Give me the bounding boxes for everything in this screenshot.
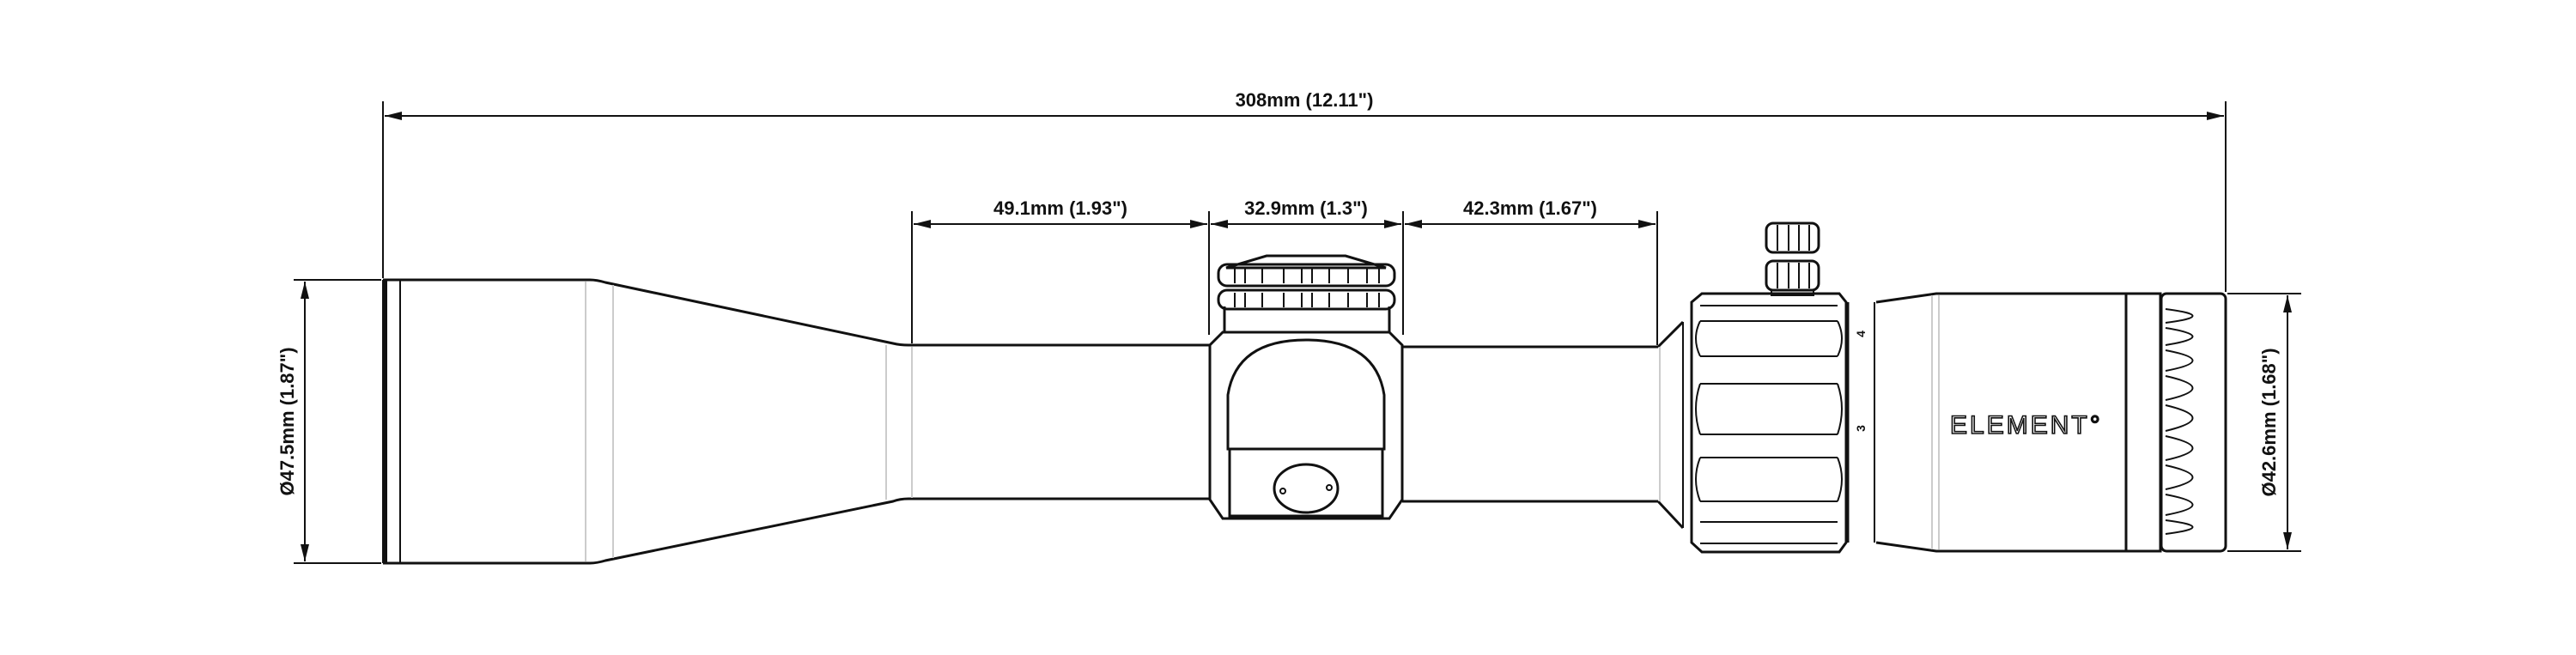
elevation-turret[interactable] — [1217, 254, 1396, 311]
turret-saddle — [1208, 306, 1404, 520]
power-mark-3: 3 — [1854, 425, 1868, 432]
overall-length-dimension: 308mm (12.11") — [382, 89, 2227, 292]
objective-diameter-dimension: Ø47.5mm (1.87") — [276, 279, 381, 564]
saddle-to-power-ring-label: 42.3mm (1.67") — [1463, 197, 1597, 219]
brand-logo: ELEMENT° — [1950, 411, 2103, 440]
section-dimensions: 49.1mm (1.93") 32.9mm (1.3") 42.3mm (1.6… — [911, 197, 1658, 345]
eyepiece-diameter-label: Ø42.6mm (1.68") — [2258, 348, 2280, 496]
eyepiece-diameter-dimension: Ø42.6mm (1.68") — [2227, 293, 2301, 552]
objective-diameter-label: Ø47.5mm (1.87") — [276, 347, 298, 495]
objective-to-saddle-label: 49.1mm (1.93") — [993, 197, 1127, 219]
saddle-width-label: 32.9mm (1.3") — [1244, 197, 1368, 219]
eyepiece: ELEMENT° — [1875, 292, 2162, 553]
power-mark-4: 4 — [1854, 331, 1868, 337]
overall-length-label: 308mm (12.11") — [1236, 89, 1374, 111]
diopter-ring[interactable] — [2160, 292, 2227, 553]
objective-bell — [382, 278, 1211, 565]
battery-cap — [1273, 463, 1340, 514]
illumination-knob[interactable] — [1765, 221, 1820, 296]
main-tube — [1402, 320, 1685, 530]
magnification-ring[interactable]: 4 3 — [1682, 292, 1875, 554]
